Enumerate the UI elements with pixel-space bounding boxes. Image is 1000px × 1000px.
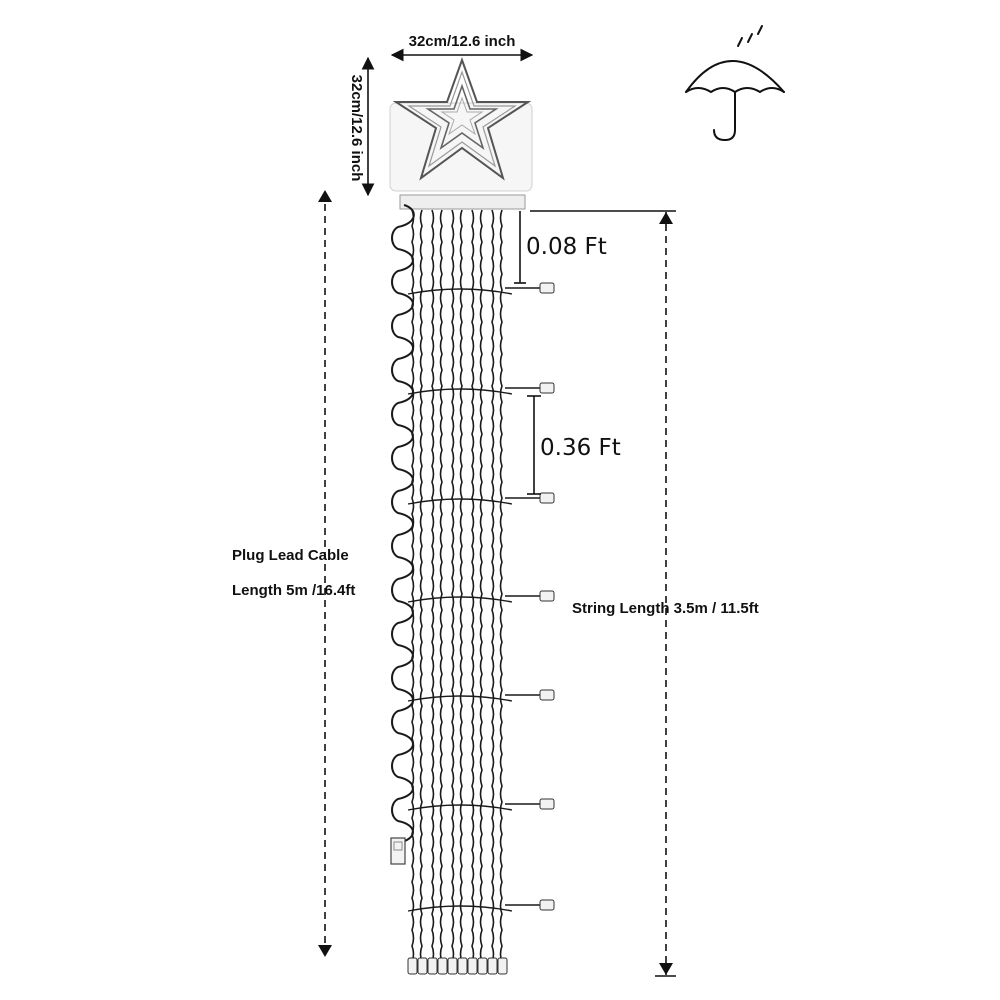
light-strand [431, 209, 435, 963]
light-strand [491, 209, 495, 963]
light-strand [439, 209, 443, 963]
end-bulb [497, 957, 508, 975]
side-bulb [539, 382, 555, 394]
plug-lead-cable [391, 204, 415, 845]
end-bulb [487, 957, 498, 975]
light-strand [411, 209, 415, 963]
light-strand [499, 209, 503, 963]
star-width-dimension: 32cm/12.6 inch [390, 33, 534, 62]
side-bulb [539, 282, 555, 294]
end-bulb [477, 957, 488, 975]
side-bulb [539, 899, 555, 911]
end-bulb [467, 957, 478, 975]
star-height-label: 32cm/12.6 inch [348, 75, 365, 182]
side-bulb [539, 492, 555, 504]
side-bulb [539, 590, 555, 602]
strand-loop [407, 498, 513, 505]
string-length-label: String Length 3.5m / 11.5ft [572, 600, 759, 617]
plug-cable-label-line1: Plug Lead Cable [232, 547, 349, 564]
strand-loop [407, 905, 513, 912]
light-strand [479, 209, 483, 963]
star-width-label: 32cm/12.6 inch [409, 33, 516, 50]
star-height-dimension: 32cm/12.6 inch [348, 56, 375, 197]
plug-connector [390, 837, 406, 865]
light-strand [459, 209, 463, 963]
plug-cable-dimension: Plug Lead Cable Length 5m /16.4ft [232, 190, 355, 957]
end-bulb [427, 957, 438, 975]
light-strands [407, 209, 540, 963]
light-strand [419, 209, 423, 963]
gap-top-dimension: 0.08 Ft [514, 211, 607, 284]
strand-loop [407, 695, 513, 702]
end-bulb [417, 957, 428, 975]
strand-loop [407, 388, 513, 395]
strand-loop [407, 288, 513, 295]
strand-loop [407, 596, 513, 603]
umbrella-rain-icon [685, 25, 785, 142]
side-bulb [539, 798, 555, 810]
gap-between-dimension: 0.36 Ft [527, 395, 621, 495]
strand-loop [407, 804, 513, 811]
end-bulb [437, 957, 448, 975]
star-topper [389, 57, 533, 210]
plug-cable-label-line2: Length 5m /16.4ft [232, 582, 355, 599]
side-bulb [539, 689, 555, 701]
end-bulb [407, 957, 418, 975]
end-bulb [457, 957, 468, 975]
gap-top-label: 0.08 Ft [526, 234, 607, 260]
light-strand [471, 209, 475, 963]
gap-between-label: 0.36 Ft [540, 435, 621, 461]
light-bulbs [407, 282, 555, 975]
end-bulb [447, 957, 458, 975]
light-strand [451, 209, 455, 963]
string-length-dimension: String Length 3.5m / 11.5ft [530, 210, 759, 977]
